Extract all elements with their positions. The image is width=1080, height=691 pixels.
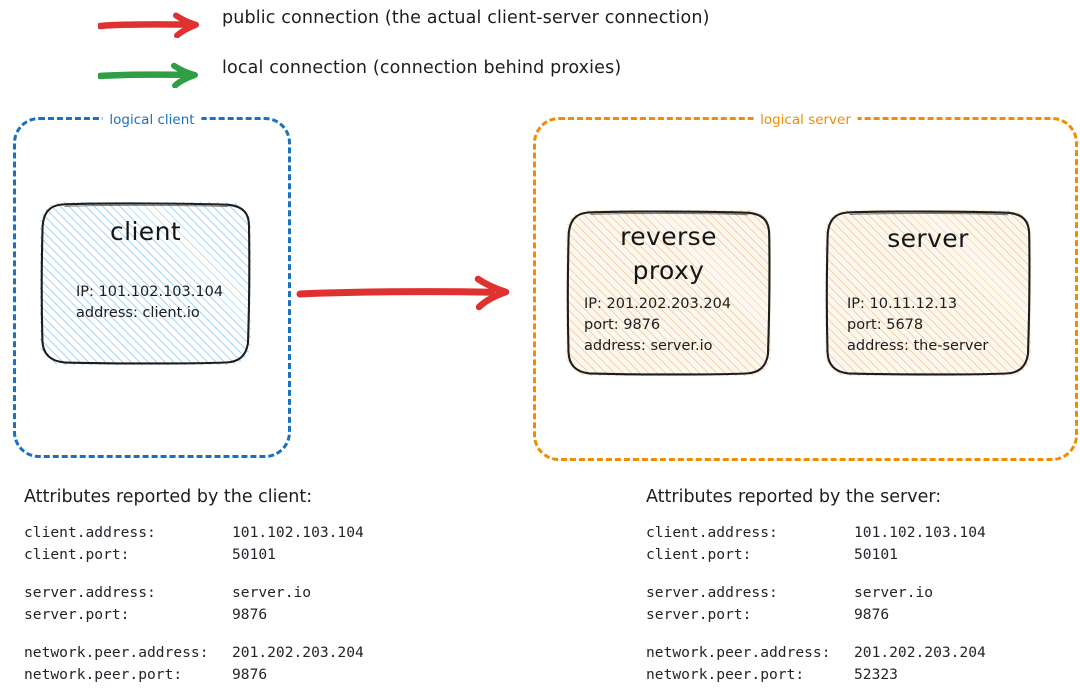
attribute-group: client.address: 101.102.103.104 client.por…: [646, 522, 1076, 565]
attribute-key: server.address:: [24, 584, 156, 601]
attribute-row: server.address: server.io: [24, 582, 444, 604]
attribute-value: server.io: [232, 584, 312, 601]
node-server[interactable]: server IP: 10.11.12.13 port: 5678 addres…: [825, 210, 1031, 376]
attribute-row: client.address: 101.102.103.104: [24, 522, 444, 544]
logical-client-label: logical client: [102, 110, 202, 130]
attribute-value: 9876: [232, 665, 268, 683]
attribute-key: client.address:: [646, 524, 778, 541]
attribute-key: client.address:: [24, 524, 156, 541]
node-client-attrs: IP: 101.102.103.104 address: client.io: [76, 284, 224, 321]
node-server-title: server: [887, 224, 969, 253]
attribute-value: 52323: [854, 665, 898, 683]
logical-client-container: logical client: [13, 110, 291, 458]
attribute-group: server.address: server.io server.port: 9876: [646, 582, 1076, 625]
attribute-value: 50101: [854, 545, 898, 563]
node-reverse-proxy-title: reverse proxy: [620, 222, 717, 285]
node-server-attrs: IP: 10.11.12.13 port: 5678 address: the-…: [847, 296, 989, 354]
attribute-value: 9876: [232, 605, 268, 623]
node-reverse-proxy[interactable]: reverse proxy IP: 201.202.203.204 port: …: [566, 210, 771, 376]
attribute-value: 201.202.203.204: [232, 644, 364, 661]
legend: public connection (the actual client-ser…: [0, 0, 1080, 105]
attribute-row: network.peer.address: 201.202.203.204: [24, 642, 444, 664]
attribute-group: server.address: server.io server.port: 9876: [24, 582, 444, 625]
attribute-key: server.port:: [24, 605, 130, 623]
attribute-row: server.port: 9876: [24, 604, 444, 626]
attribute-key: client.port:: [646, 545, 752, 563]
attribute-row: network.peer.address: 201.202.203.204: [646, 642, 1076, 664]
attributes-server-groups: client.address: 101.102.103.104 client.por…: [646, 522, 1076, 685]
legend-item-local-connection: local connection (connection behind prox…: [0, 58, 1080, 92]
attribute-row: client.address: 101.102.103.104: [646, 522, 1076, 544]
attribute-row: server.port: 9876: [646, 604, 1076, 626]
attribute-value: 9876: [854, 605, 890, 623]
attribute-key: server.address:: [646, 584, 778, 601]
attributes-reported-by-server: Attributes reported by the server: clien…: [646, 485, 1076, 685]
public-connection-arrow: [296, 275, 510, 311]
attribute-key: network.peer.address:: [646, 644, 831, 661]
attribute-value: server.io: [854, 584, 934, 601]
attributes-client-groups: client.address: 101.102.103.104 client.por…: [24, 522, 444, 685]
attributes-server-heading: Attributes reported by the server:: [646, 487, 942, 507]
attribute-key: network.peer.port:: [646, 665, 805, 683]
attribute-key: client.port:: [24, 545, 130, 563]
attribute-value: 101.102.103.104: [854, 524, 986, 541]
legend-label-local-connection: local connection (connection behind prox…: [222, 58, 622, 78]
attribute-row: network.peer.port: 52323: [646, 664, 1076, 686]
attribute-row: client.port: 50101: [646, 544, 1076, 566]
legend-label-public-connection: public connection (the actual client-ser…: [222, 8, 710, 28]
attributes-reported-by-client: Attributes reported by the client: clien…: [24, 485, 444, 685]
node-client-title: client: [109, 217, 182, 246]
green-arrow-icon: [98, 62, 198, 88]
node-client[interactable]: client IP: 101.102.103.104 address: clie…: [40, 202, 251, 365]
attribute-value: 50101: [232, 545, 276, 563]
logical-server-container: logical server: [533, 110, 1078, 461]
attribute-value: 201.202.203.204: [854, 644, 986, 661]
attributes-client-heading: Attributes reported by the client:: [24, 487, 313, 507]
attribute-key: network.peer.port:: [24, 665, 183, 683]
attribute-row: server.address: server.io: [646, 582, 1076, 604]
legend-item-public-connection: public connection (the actual client-ser…: [0, 8, 1080, 42]
logical-server-label: logical server: [753, 110, 858, 130]
attribute-key: server.port:: [646, 605, 752, 623]
red-arrow-icon: [98, 12, 199, 38]
attribute-group: client.address: 101.102.103.104 client.por…: [24, 522, 444, 565]
attribute-row: client.port: 50101: [24, 544, 444, 566]
node-reverse-proxy-attrs: IP: 201.202.203.204 port: 9876 address: …: [584, 296, 732, 354]
attribute-value: 101.102.103.104: [232, 524, 364, 541]
attribute-key: network.peer.address:: [24, 644, 209, 661]
attribute-row: network.peer.port: 9876: [24, 664, 444, 686]
